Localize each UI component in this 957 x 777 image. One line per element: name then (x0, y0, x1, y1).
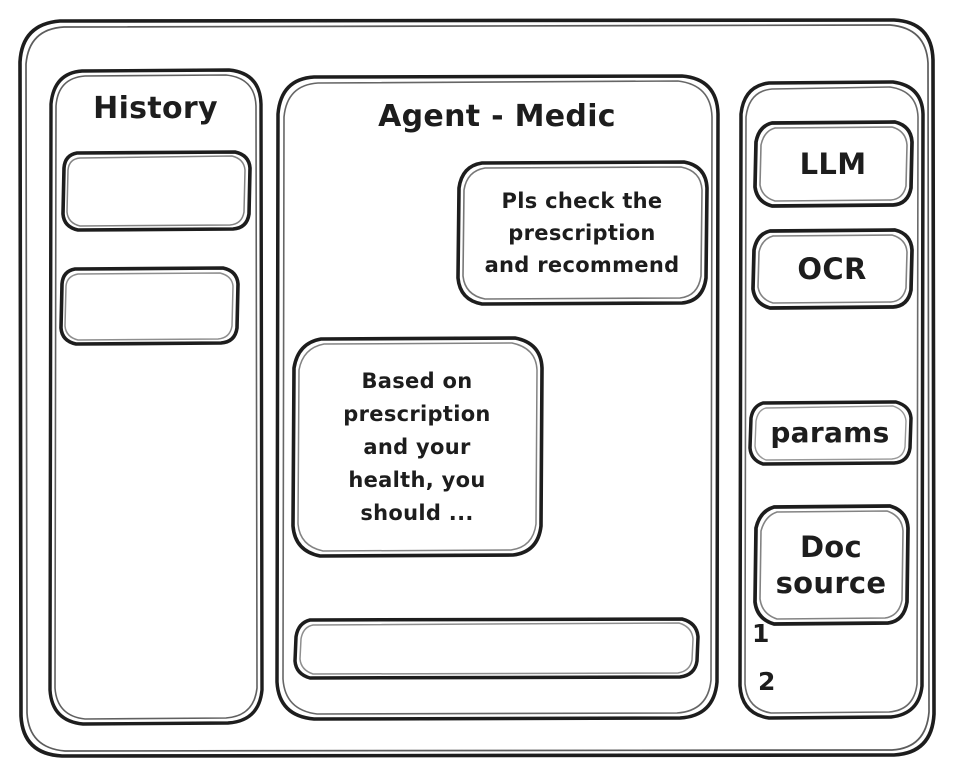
tool-button-label: params (770, 416, 890, 449)
history-list-item[interactable] (58, 266, 240, 346)
tool-button-label: Doc source (775, 530, 887, 600)
doc-source-ref-2[interactable]: 2 (758, 667, 776, 696)
assistant-message-bubble: Based on prescription and your health, y… (289, 336, 545, 558)
tool-button-label: OCR (797, 252, 867, 286)
chat-input[interactable] (292, 617, 700, 680)
doc-source-ref-1[interactable]: 1 (752, 619, 770, 648)
tool-button-params[interactable]: params (747, 400, 913, 466)
tool-button-label: LLM (799, 147, 867, 181)
user-message-bubble: Pls check the prescription and recommend (454, 160, 710, 306)
tool-button-ocr[interactable]: OCR (750, 228, 914, 310)
tool-button-llm[interactable]: LLM (752, 120, 914, 208)
agent-panel-title: Agent - Medic (378, 99, 616, 134)
user-message-text: Pls check the prescription and recommend (484, 189, 680, 277)
history-panel-title: History (93, 91, 218, 126)
assistant-message-text: Based on prescription and your health, y… (343, 368, 491, 525)
tool-button-doc-source[interactable]: Doc source (752, 504, 910, 626)
history-list-item[interactable] (60, 150, 252, 232)
